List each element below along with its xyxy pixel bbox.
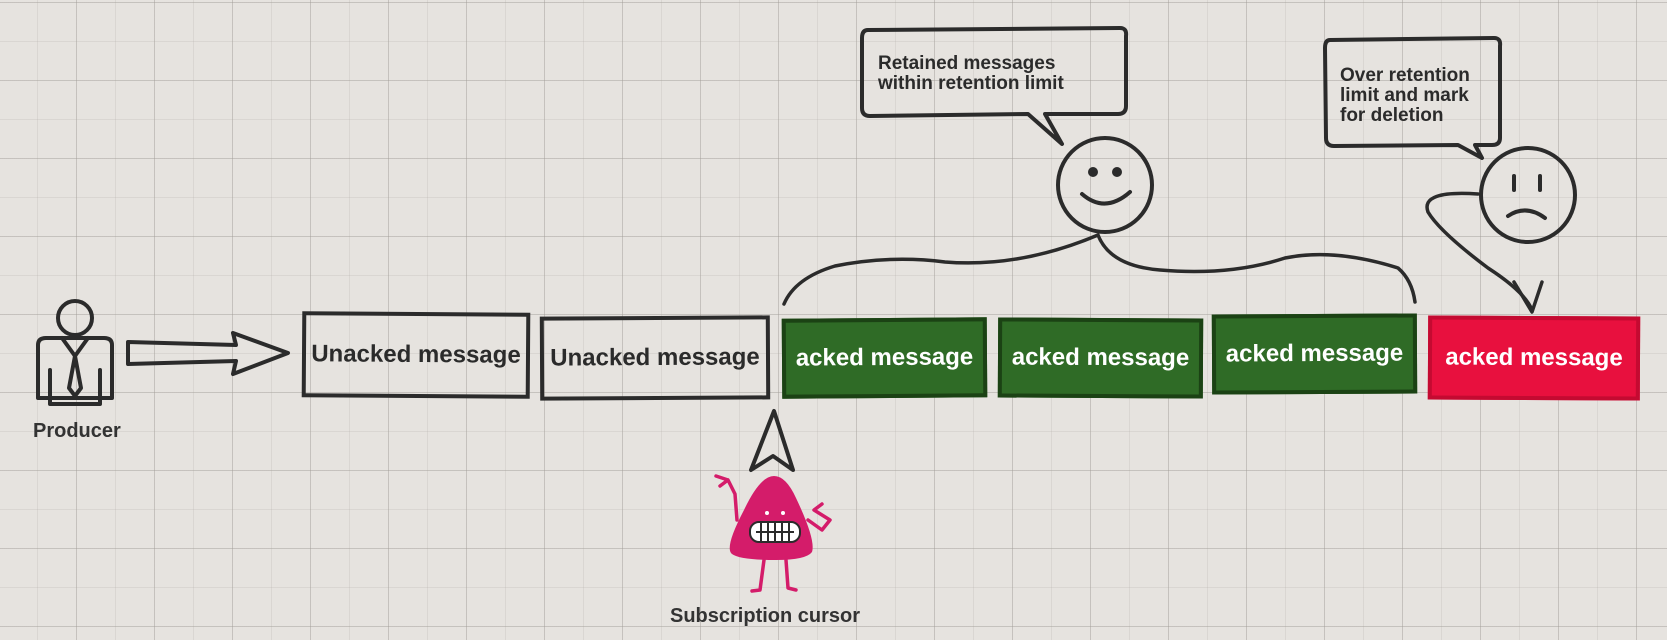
producer-label: Producer [33,420,121,442]
speech-bubble-retained [860,26,1129,146]
message-box-acked-1: acked message [781,317,988,399]
message-box-marked-for-deletion: acked message [1427,315,1641,401]
producer-icon [36,299,114,406]
over-limit-callout-line-1: Over retention [1340,65,1470,86]
subscription-cursor-label: Subscription cursor [670,605,861,627]
speech-bubble-over-limit [1323,36,1503,160]
producer-arrow [126,331,290,376]
retained-callout-text: Retained messages within retention limit [878,54,1064,94]
message-box-unacked-1: Unacked message [301,311,531,399]
over-limit-callout-line-2: limit and mark [1340,85,1469,106]
happy-face-icon [1056,136,1154,234]
over-limit-callout-line-3: for deletion [1340,105,1444,126]
deletion-arrow [1425,191,1544,314]
sad-face-icon [1479,146,1577,244]
retention-brace [782,232,1417,306]
message-box-unacked-2: Unacked message [539,315,771,401]
retained-callout-line-1: Retained messages [878,53,1056,74]
retained-callout-line-2: within retention limit [878,73,1064,94]
subscription-cursor-character-icon [714,474,832,593]
cursor-pointer-arrow [749,409,795,472]
message-box-acked-3: acked message [1211,313,1418,395]
over-limit-callout-text: Over retention limit and mark for deleti… [1340,66,1470,126]
message-box-acked-2: acked message [997,317,1204,399]
